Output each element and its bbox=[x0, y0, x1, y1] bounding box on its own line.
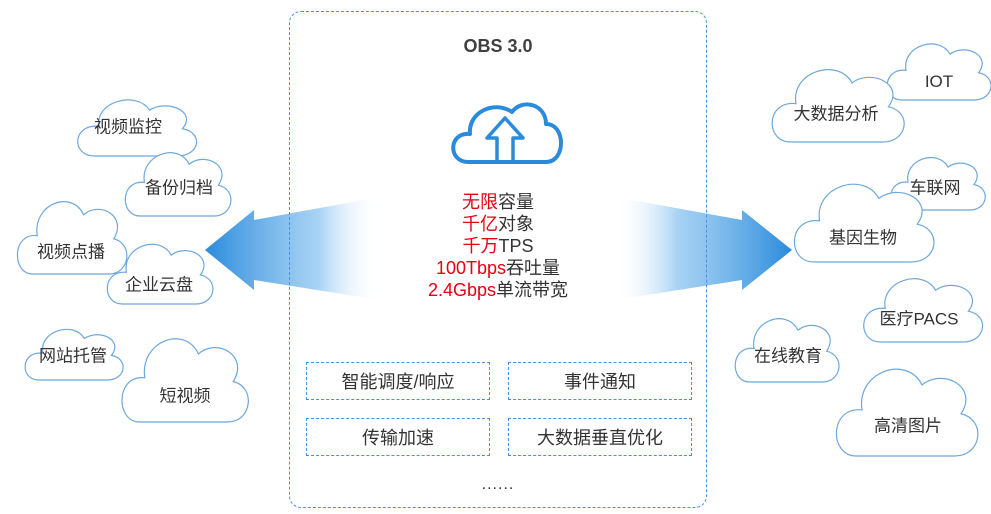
capability-transfer-acceleration: 传输加速 bbox=[306, 418, 490, 456]
feature-text: 对象 bbox=[498, 214, 534, 234]
feature-highlight: 2.4Gbps bbox=[427, 280, 497, 300]
page-title: OBS 3.0 bbox=[463, 36, 533, 56]
cloud-label-enterprise-drive: 企业云盘 bbox=[125, 275, 193, 295]
cloud-upload-icon bbox=[451, 102, 563, 164]
cloud-label-video-surveillance: 视频监控 bbox=[94, 117, 162, 137]
feature-text: TPS bbox=[498, 236, 534, 256]
feature-text: 容量 bbox=[498, 192, 534, 212]
feature-capacity: 无限容量 bbox=[389, 191, 607, 213]
cloud-vehicle-network bbox=[890, 156, 986, 211]
capability-scheduling: 智能调度/响应 bbox=[306, 362, 490, 400]
capability-event-notification: 事件通知 bbox=[508, 362, 692, 400]
feature-highlight: 千万 bbox=[462, 236, 499, 256]
obs-panel bbox=[289, 11, 707, 508]
feature-throughput: 100Tbps吞吐量 bbox=[389, 257, 607, 279]
cloud-iot bbox=[886, 43, 991, 101]
cloud-label-short-video: 短视频 bbox=[159, 386, 211, 406]
feature-objects: 千亿对象 bbox=[389, 213, 607, 235]
cloud-label-medical-pacs: 医疗PACS bbox=[879, 309, 959, 329]
cloud-label-online-education: 在线教育 bbox=[754, 346, 822, 366]
feature-text: 吞吐量 bbox=[506, 258, 561, 278]
feature-highlight: 千亿 bbox=[462, 214, 498, 234]
feature-text: 单流带宽 bbox=[496, 280, 569, 300]
cloud-label-hd-images: 高清图片 bbox=[874, 416, 942, 436]
cloud-video-surveillance bbox=[77, 99, 198, 157]
cloud-hd-images bbox=[835, 368, 979, 457]
more-ellipsis: ...... bbox=[481, 476, 515, 493]
feature-bandwidth: 2.4Gbps单流带宽 bbox=[389, 279, 607, 301]
feature-highlight: 100Tbps bbox=[435, 258, 507, 278]
right-arrow bbox=[615, 197, 792, 300]
feature-tps: 千万TPS bbox=[389, 235, 607, 257]
cloud-label-web-hosting: 网站托管 bbox=[39, 346, 107, 366]
cloud-vod bbox=[16, 201, 128, 275]
cloud-web-hosting bbox=[24, 328, 124, 381]
feature-highlight: 无限 bbox=[462, 192, 498, 212]
cloud-big-data-analytics bbox=[771, 69, 905, 143]
cloud-label-backup-archive: 备份归档 bbox=[145, 178, 213, 198]
cloud-label-genomics: 基因生物 bbox=[829, 228, 897, 248]
cloud-genomics bbox=[793, 183, 935, 263]
cloud-medical-pacs bbox=[863, 278, 984, 343]
cloud-short-video bbox=[121, 338, 249, 423]
cloud-backup-archive bbox=[124, 152, 232, 217]
cloud-label-vod: 视频点播 bbox=[37, 242, 105, 262]
left-arrow bbox=[205, 197, 380, 300]
cloud-online-education bbox=[734, 318, 840, 383]
cloud-label-vehicle-network: 车联网 bbox=[909, 178, 961, 198]
cloud-label-big-data-analytics: 大数据分析 bbox=[793, 104, 879, 124]
capability-bigdata-optimization: 大数据垂直优化 bbox=[508, 418, 692, 456]
cloud-enterprise-drive bbox=[106, 243, 214, 305]
cloud-label-iot: IOT bbox=[924, 72, 954, 91]
